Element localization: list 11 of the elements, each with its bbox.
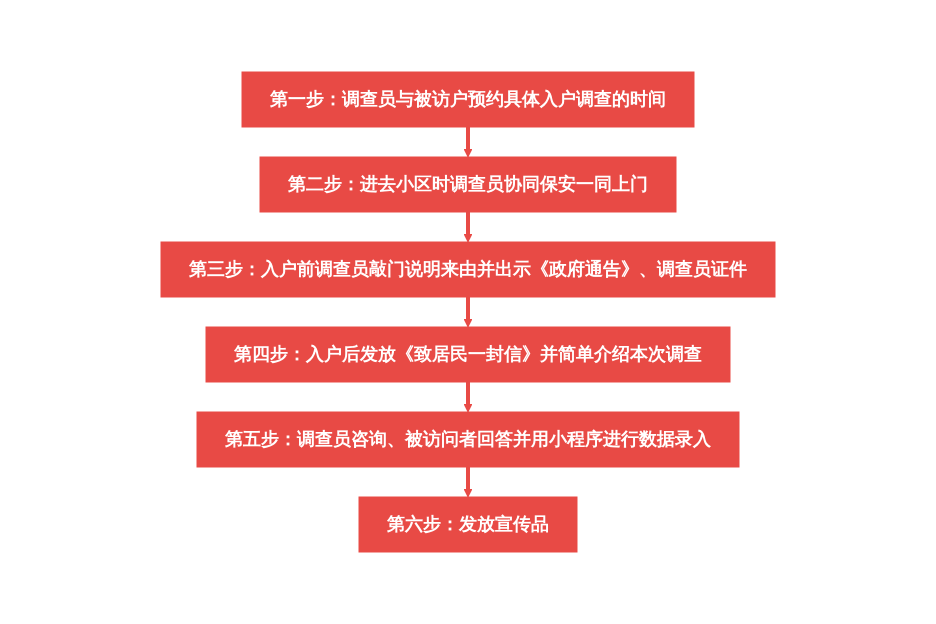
- node-box: 第四步：入户后发放《致居民一封信》并简单介绍本次调查: [206, 326, 730, 382]
- arrow: [464, 212, 472, 242]
- node-box: 第五步：调查员咨询、被访问者回答并用小程序进行数据录入: [196, 412, 740, 468]
- arrow: [464, 127, 472, 158]
- node-box: 第二步：进去小区时调查员协同保安一同上门: [260, 156, 676, 212]
- arrow: [464, 297, 472, 328]
- arrow: [464, 467, 472, 498]
- node-box: 第六步：发放宣传品: [358, 496, 578, 552]
- node-box: 第一步：调查员与被访户预约具体入户调查的时间: [242, 72, 694, 128]
- arrow: [464, 382, 472, 412]
- node-box: 第三步：入户前调查员敲门说明来由并出示《政府通告》、调查员证件: [160, 242, 776, 298]
